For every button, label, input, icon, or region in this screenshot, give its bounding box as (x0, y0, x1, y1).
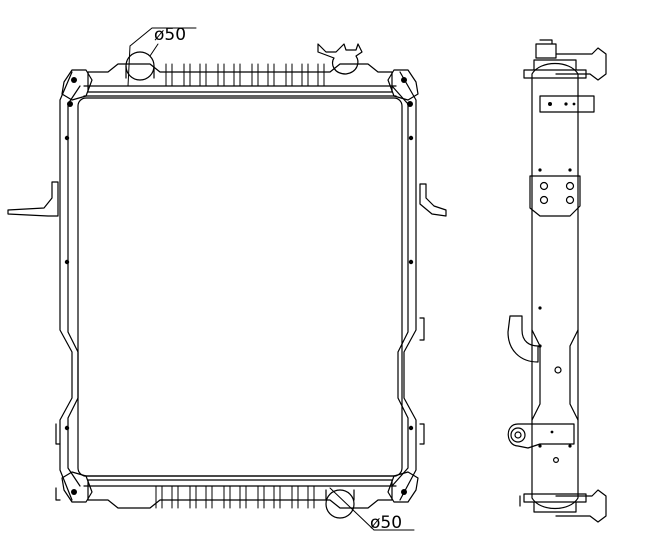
side-top-cap (523, 59, 587, 79)
side-top-plate-holes (548, 102, 576, 106)
side-top-mounting-plate (539, 95, 595, 113)
left-side-tab (55, 423, 61, 501)
top-dimension-leader (129, 27, 197, 47)
side-bottom-cap (523, 493, 587, 513)
radiator-core (77, 97, 403, 477)
top-inlet-pipe (125, 43, 159, 87)
side-view-holes (538, 168, 572, 448)
corner-bracket-bottom-left (61, 471, 93, 503)
top-tank-lower-edge (83, 85, 397, 97)
corner-bracket-bottom-right (387, 471, 419, 503)
side-bracket-bolts (539, 181, 575, 205)
bottom-outlet-pipe (325, 487, 375, 531)
side-bolt-bracket (529, 175, 581, 217)
corner-bracket-top-right (387, 69, 419, 101)
filler-neck (317, 43, 363, 75)
side-mounting-bolts (64, 135, 414, 431)
side-lower-mount (507, 423, 575, 449)
right-side-tab (419, 317, 425, 445)
side-middle-pipe (507, 315, 539, 363)
right-mounting-bracket (419, 183, 447, 217)
side-view (507, 39, 607, 523)
bottom-tank-upper-edge (83, 475, 397, 487)
bottom-tank (87, 479, 393, 509)
side-top-pipe (555, 47, 607, 81)
side-view-open-hole-2 (552, 457, 559, 464)
left-frame-rail (59, 71, 81, 501)
side-filler-neck (535, 39, 557, 59)
side-bottom-pipe (519, 489, 607, 523)
front-view: ø50 ø50 (7, 25, 447, 533)
top-tank-ribs (165, 63, 325, 87)
top-inlet-dimension-label: ø50 (154, 25, 186, 45)
side-column-step (531, 329, 579, 421)
corner-bracket-top-left (61, 69, 93, 101)
corner-bolts (67, 77, 413, 495)
side-tank-column (531, 62, 579, 510)
bottom-outlet-dimension-label: ø50 (370, 513, 402, 533)
bottom-tank-ribs (155, 485, 315, 509)
right-frame-rail (391, 71, 417, 501)
left-mounting-bracket (7, 181, 59, 217)
side-view-open-hole (554, 366, 562, 374)
